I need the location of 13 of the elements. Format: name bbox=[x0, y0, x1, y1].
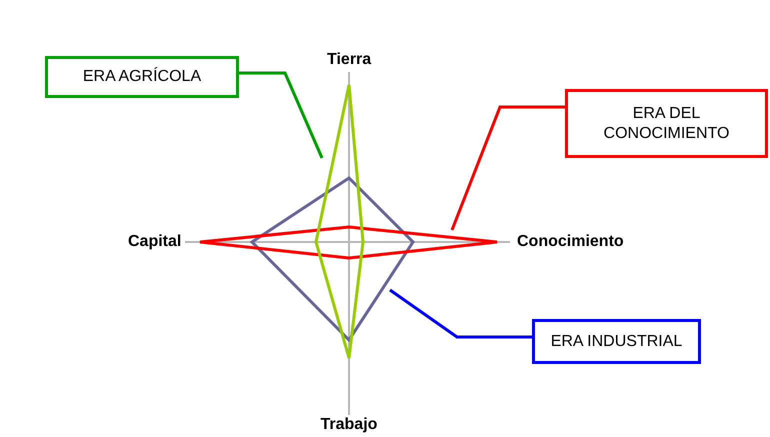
radar-polygon bbox=[250, 176, 415, 342]
leader-line bbox=[450, 106, 565, 231]
axis-label: Conocimiento bbox=[517, 233, 624, 251]
axis-label: Tierra bbox=[327, 51, 372, 69]
leader-line bbox=[239, 72, 324, 159]
leader-line bbox=[389, 288, 532, 338]
callout-box: ERA AGRÍCOLA bbox=[45, 56, 239, 98]
axis-label: Trabajo bbox=[320, 416, 378, 434]
radar-polygon bbox=[314, 83, 365, 360]
callout-box: ERA DEL CONOCIMIENTO bbox=[565, 89, 768, 158]
callout-box: ERA INDUSTRIAL bbox=[532, 319, 701, 364]
radar-polygon bbox=[198, 225, 499, 260]
axis-label: Capital bbox=[128, 233, 182, 251]
